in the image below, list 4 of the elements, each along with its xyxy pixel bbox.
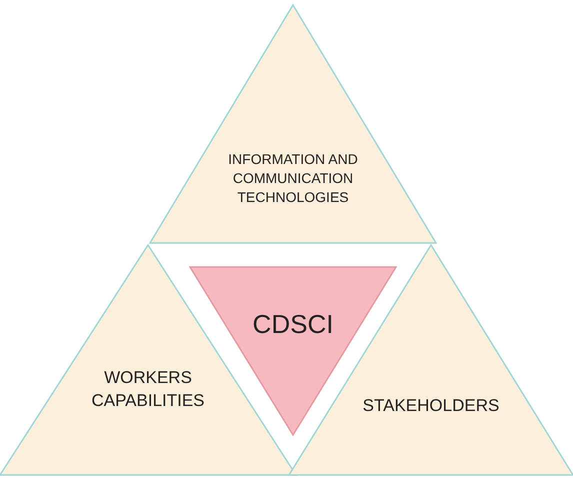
triangle-label: INFORMATION AND COMMUNICATION TECHNOLOGIES (227, 150, 359, 207)
triangle-label: CDSCI (252, 308, 334, 341)
triangle-label: STAKEHOLDERS (362, 395, 500, 417)
triangle-label: WORKERS CAPABILITIES (90, 367, 206, 412)
